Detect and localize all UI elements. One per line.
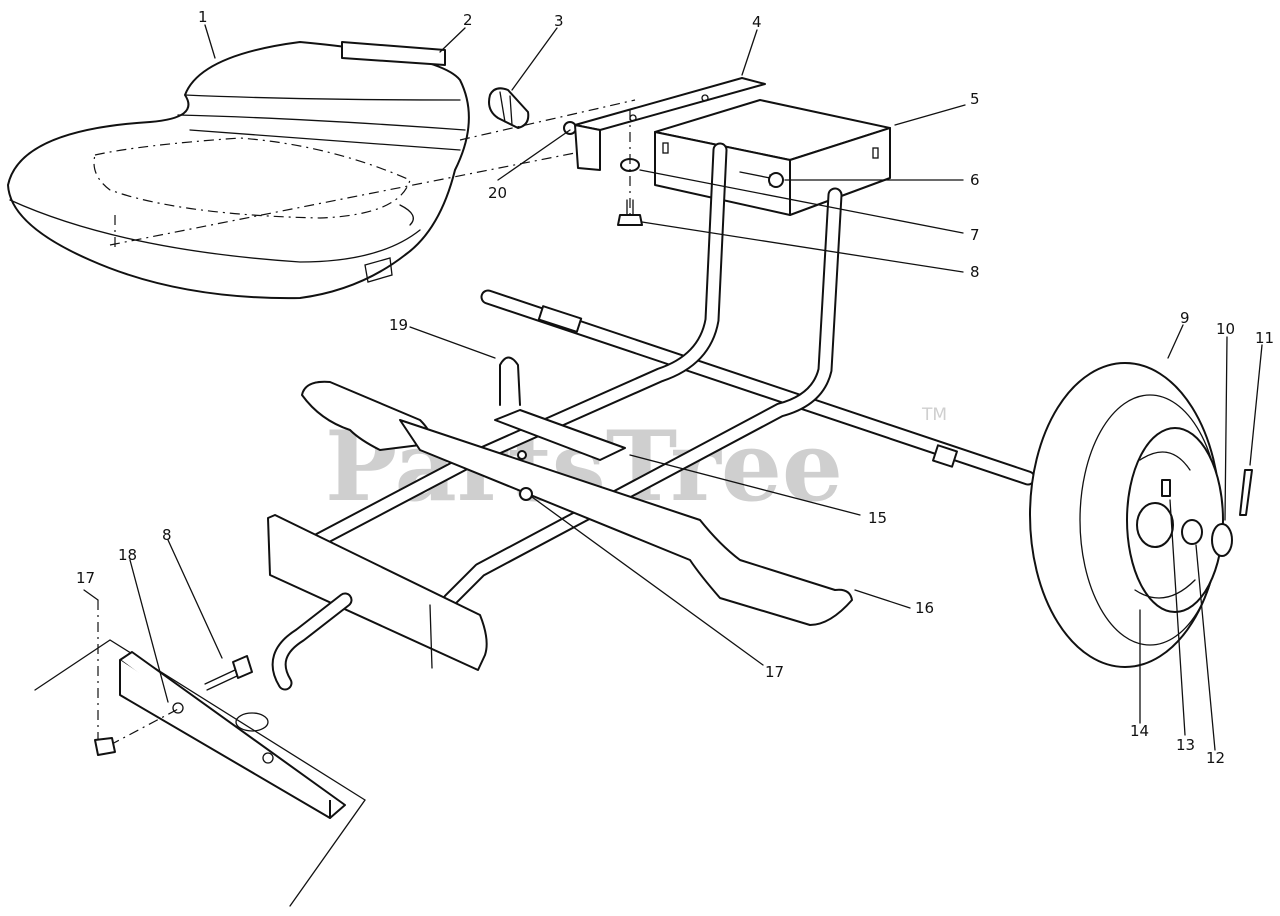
callout-5: 5 — [970, 90, 980, 108]
callout-16: 16 — [915, 599, 934, 617]
seat-support-box — [654, 99, 891, 216]
hex-bolt — [617, 199, 643, 226]
callout-14: 14 — [1130, 722, 1149, 740]
seat — [7, 41, 470, 300]
callout-labels: 1 2 3 4 5 6 7 8 8 9 10 11 12 13 14 15 16… — [76, 8, 1274, 767]
callout-8: 8 — [970, 263, 980, 281]
front-bumper — [267, 514, 488, 671]
bracket — [574, 77, 766, 171]
tow-bracket — [34, 639, 366, 907]
callout-7: 7 — [970, 226, 980, 244]
bushing-12 — [1181, 519, 1203, 545]
u-bolt — [499, 356, 521, 406]
callout-17: 17 — [76, 569, 95, 587]
nut-17 — [519, 487, 533, 501]
leader-lines — [83, 24, 1263, 751]
cotter-pin-11 — [1239, 469, 1253, 516]
callout-15: 15 — [868, 509, 887, 527]
callout-6: 6 — [970, 171, 980, 189]
watermark-trademark: TM — [921, 405, 947, 425]
callout-3: 3 — [554, 12, 564, 30]
knob — [488, 87, 530, 129]
center-plate — [494, 409, 626, 461]
callout-4: 4 — [752, 13, 762, 31]
skid — [301, 380, 853, 626]
callout-10: 10 — [1216, 320, 1235, 338]
callout-19: 19 — [389, 316, 408, 334]
callout-1: 1 — [198, 8, 208, 26]
hitch-bolt — [204, 655, 253, 691]
callout-18: 18 — [118, 546, 137, 564]
wheel — [1029, 362, 1224, 668]
nut-top — [517, 450, 527, 460]
washer-10 — [1211, 523, 1233, 557]
callout-12: 12 — [1206, 749, 1225, 767]
callout-8-hitch: 8 — [162, 526, 172, 544]
grease-fitting-13 — [1161, 479, 1171, 497]
callout-9: 9 — [1180, 309, 1190, 327]
callout-11: 11 — [1255, 329, 1274, 347]
frame — [292, 142, 1036, 608]
nut-bottom — [94, 737, 116, 756]
callout-2: 2 — [463, 11, 473, 29]
carriage-bolt — [739, 171, 784, 188]
callout-17-nut: 17 — [765, 663, 784, 681]
callout-13: 13 — [1176, 736, 1195, 754]
callout-20: 20 — [488, 184, 507, 202]
hinge-plate — [341, 41, 446, 66]
